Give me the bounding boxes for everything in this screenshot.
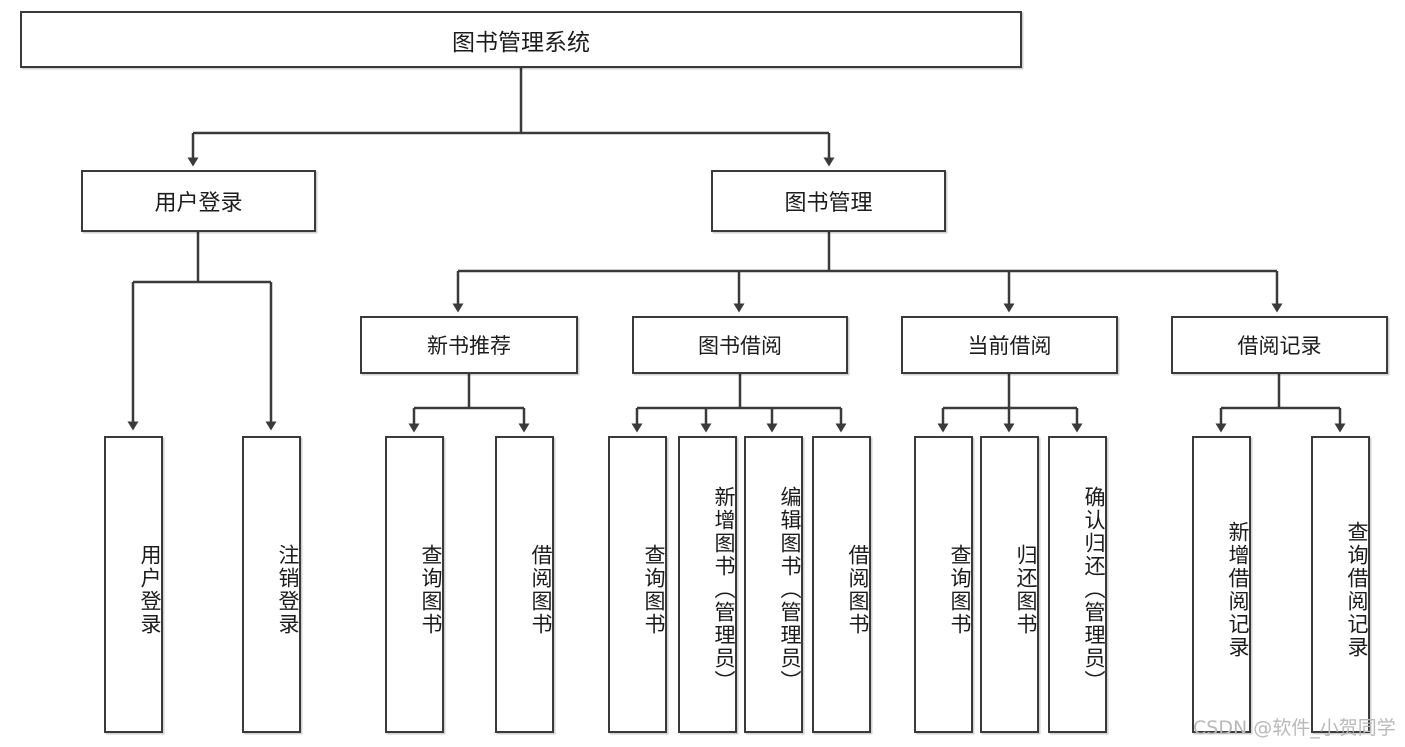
leaf-borrow-query-book[interactable]: 查询图书: [608, 436, 667, 733]
leaf-user-login-logout[interactable]: 注销登录: [242, 436, 301, 733]
node-label: 查询图书: [948, 543, 972, 636]
node-label: 用户登录: [154, 191, 243, 216]
node-user-login[interactable]: 用户登录: [81, 170, 316, 232]
node-label: 借阅图书: [529, 543, 553, 636]
node-label: 图书管理系统: [452, 29, 590, 56]
node-label: 查询图书: [642, 543, 666, 636]
node-label: 归还图书: [1014, 543, 1038, 636]
node-borrow-record[interactable]: 借阅记录: [1171, 316, 1388, 374]
node-label: 新增图书（管理员）: [712, 486, 736, 693]
node-label: 确认归还（管理员）: [1082, 486, 1106, 693]
leaf-user-login-login[interactable]: 用户登录: [104, 436, 163, 733]
node-new-book-recommend[interactable]: 新书推荐: [360, 316, 578, 374]
leaf-current-confirm-return-admin[interactable]: 确认归还（管理员）: [1048, 436, 1107, 733]
leaf-current-return-book[interactable]: 归还图书: [980, 436, 1039, 733]
leaf-borrow-add-book-admin[interactable]: 新增图书（管理员）: [678, 436, 737, 733]
node-label: 查询图书: [419, 543, 443, 636]
node-book-borrow[interactable]: 图书借阅: [632, 316, 848, 374]
node-label: 借阅记录: [1237, 334, 1322, 358]
leaf-record-query-record[interactable]: 查询借阅记录: [1311, 436, 1370, 733]
node-label: 新书推荐: [427, 334, 511, 358]
node-label: 借阅图书: [846, 543, 870, 636]
node-label: 当前借阅: [967, 334, 1052, 358]
leaf-recommend-query-book[interactable]: 查询图书: [385, 436, 444, 733]
leaf-record-add-record[interactable]: 新增借阅记录: [1192, 436, 1251, 733]
leaf-recommend-borrow-book[interactable]: 借阅图书: [495, 436, 554, 733]
node-label: 用户登录: [138, 543, 162, 636]
leaf-borrow-edit-book-admin[interactable]: 编辑图书（管理员）: [744, 436, 803, 733]
node-book-management[interactable]: 图书管理: [711, 170, 946, 232]
node-root-system[interactable]: 图书管理系统: [20, 11, 1022, 68]
node-label: 注销登录: [276, 543, 300, 636]
leaf-current-query-book[interactable]: 查询图书: [914, 436, 973, 733]
node-label: 新增借阅记录: [1226, 520, 1250, 659]
node-label: 编辑图书（管理员）: [778, 486, 802, 693]
node-current-borrow[interactable]: 当前借阅: [901, 316, 1118, 374]
node-label: 图书管理: [784, 191, 873, 216]
node-label: 查询借阅记录: [1345, 520, 1369, 659]
leaf-borrow-borrow-book[interactable]: 借阅图书: [812, 436, 871, 733]
node-label: 图书借阅: [698, 334, 782, 358]
